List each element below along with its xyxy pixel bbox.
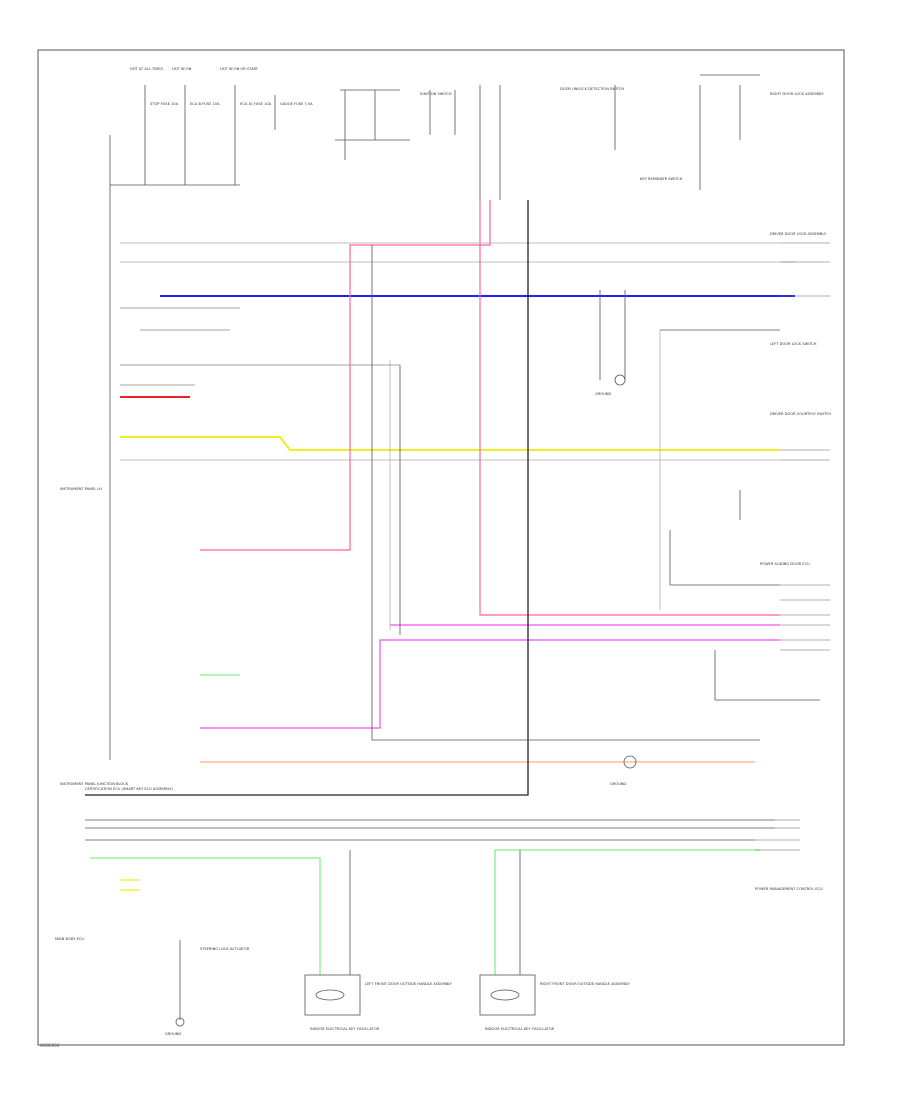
- driver-door-lock-label: DRIVER DOOR LOCK ASSEMBLY: [770, 232, 827, 236]
- right-door-lock-label: RIGHT DOOR LOCK ASSEMBLY: [770, 92, 825, 96]
- yellow-wire: [120, 436, 780, 451]
- key-reminder-label: KEY REMINDER SWITCH: [640, 177, 683, 181]
- pink-wire: [200, 200, 491, 551]
- green-wire-left: [90, 857, 321, 975]
- hot-at-all-times-label: HOT AT ALL TIMES: [130, 67, 164, 71]
- sliding-door-label: POWER SLIDING DOOR ECU: [760, 562, 810, 566]
- steering-lock-label: STEERING LOCK ACTUATOR: [200, 947, 250, 951]
- power-management-label: POWER MANAGEMENT CONTROL ECU: [755, 887, 823, 891]
- junction-block-label: INSTRUMENT PANEL JUNCTION BLOCK: [60, 782, 129, 786]
- right-front-door-label: RIGHT FRONT DOOR OUTSIDE HANDLE ASSEMBLY: [540, 982, 630, 986]
- figure-code: W000000: [40, 1043, 60, 1048]
- wire-harness: [85, 200, 820, 1020]
- instrument-panel-label: INSTRUMENT PANEL LH: [60, 487, 102, 491]
- left-front-door-label: LEFT FRONT DOOR OUTSIDE HANDLE ASSEMBLY: [365, 982, 453, 986]
- ground-symbols: [175, 374, 637, 1027]
- green-wire-right: [494, 849, 760, 975]
- oscillator-right-label: INDOOR ELECTRICAL KEY OSCILLATOR: [485, 1027, 555, 1031]
- courtesy-switch-label: DRIVER DOOR COURTESY SWITCH: [770, 412, 831, 416]
- main-body-ecu-label: MAIN BODY ECU: [55, 937, 84, 941]
- magenta-wire: [200, 639, 780, 729]
- ecu-ig-fuse-label: ECU-IG FUSE 10A: [240, 102, 272, 106]
- ignition-switch-label: IGNITION SWITCH: [420, 92, 452, 96]
- oscillator-right: [479, 974, 536, 1016]
- hot-in-on-or-start-label: HOT IN ON OR START: [220, 67, 259, 71]
- oscillator-left-label: INDOOR ELECTRICAL KEY OSCILLATOR: [310, 1027, 380, 1031]
- door-switch-label: DOOR UNLOCK DETECTION SWITCH: [560, 87, 624, 91]
- black-wire: [85, 200, 529, 796]
- certification-ecu-label: CERTIFICATION ECU (SMART KEY ECU ASSEMBL…: [85, 787, 173, 791]
- ground-3-label: GROUND: [165, 1032, 181, 1036]
- gauge-fuse-label: GAUGE FUSE 7.5A: [280, 102, 313, 106]
- ecu-b-fuse-label: ECU-B FUSE 10A: [190, 102, 220, 106]
- stop-fuse-label: STOP FUSE 10A: [150, 102, 179, 106]
- ground-2-label: GROUND: [610, 782, 626, 786]
- left-door-lock-switch-label: LEFT DOOR LOCK SWITCH: [770, 342, 817, 346]
- fuse-block-top: [109, 74, 760, 760]
- oscillator-left: [304, 974, 361, 1016]
- connector-ticks: [755, 242, 830, 851]
- ground-1-label: GROUND: [595, 392, 611, 396]
- hot-in-on-label: HOT IN ON: [172, 67, 192, 71]
- diagram-frame: [37, 49, 845, 1046]
